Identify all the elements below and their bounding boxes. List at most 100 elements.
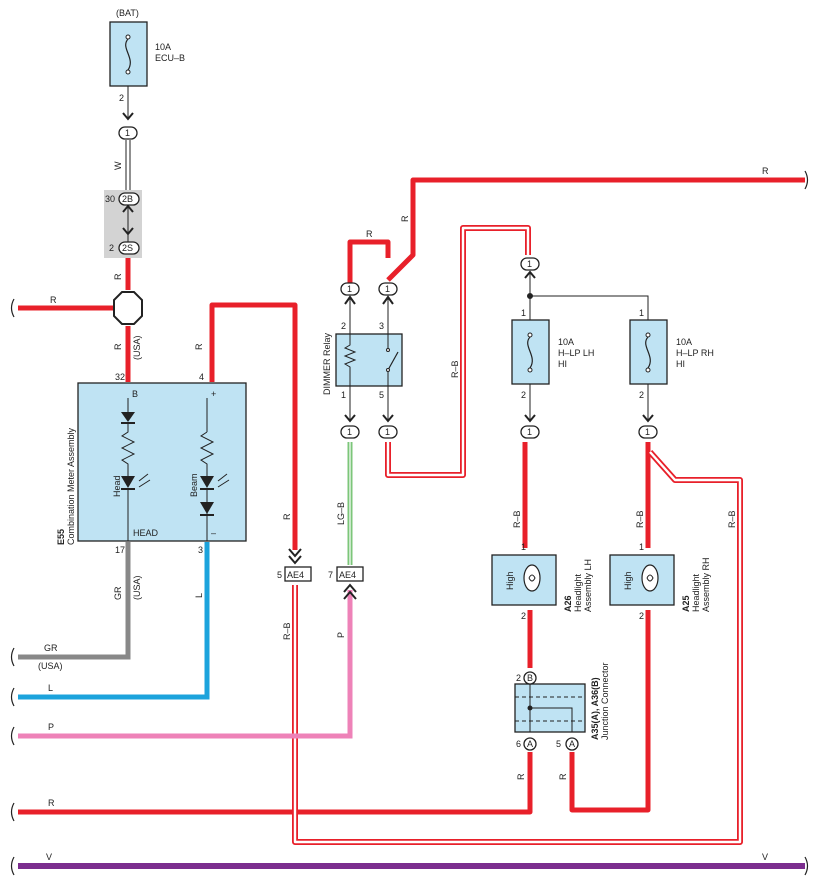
wire-gr (18, 542, 131, 660)
connector-2b-label: 2B (122, 194, 133, 204)
headlight-lh-pin1: 1 (521, 542, 526, 552)
wire-r-label-meter-plus: R (194, 343, 204, 350)
wire-rb-label-ae4: R–B (282, 622, 292, 640)
headlight-rh-label: High (623, 571, 633, 590)
wire-rb-label-relay: R–B (450, 360, 460, 378)
connector-2s-pin: 2 (109, 243, 114, 253)
junction-name: Junction Connector (600, 662, 610, 740)
fuse-hlp-lh (511, 310, 550, 422)
junction-id: A35(A), A36(B) (590, 677, 600, 740)
meter-pin-head: HEAD (133, 528, 159, 538)
wire-rb (292, 225, 743, 845)
headlight-rh-name: Headlight (691, 573, 701, 612)
connector-relay-1-a (340, 282, 360, 305)
meter-pin-b-num: 32 (115, 372, 125, 382)
splice-point (113, 291, 143, 325)
wire-gr-label-left: GR (44, 643, 58, 653)
connector-2s-label: 2S (122, 243, 133, 253)
fuse-ecu-b-rating: 10A (155, 42, 171, 52)
connector-arrows-2b-2s (122, 200, 134, 246)
jc-a5-label: A (569, 739, 575, 749)
wire-break-marks (10, 170, 809, 876)
headlight-lh-id: A26 (563, 595, 573, 612)
wire-l-label-vert: L (194, 593, 204, 598)
wire-p-label-vert: P (336, 632, 346, 638)
ae4-5-pin: 5 (277, 570, 282, 580)
headlight-lh-name: Headlight (573, 573, 583, 612)
connector-fuse-rh-1 (638, 425, 658, 439)
connector-relay-1-d (378, 425, 398, 439)
headlight-lh-label: High (505, 571, 515, 590)
wire-gr-label-vert: GR (113, 586, 123, 600)
wire-r-label-relay-top: R (366, 229, 373, 239)
relay-con-1c: 1 (347, 427, 352, 437)
meter-pin-plus-num: 4 (199, 372, 204, 382)
fuse-rh-rating: 10A (676, 337, 692, 347)
wire-r-label-top-right: R (762, 166, 769, 176)
fuse-lh-pin-top: 1 (521, 308, 526, 318)
jc-pin-5: 5 (556, 739, 561, 749)
wire-usa-label-2: (USA) (132, 575, 142, 600)
connector-jc-a5 (565, 737, 579, 751)
wire-v-label-left: V (46, 852, 52, 862)
fuse-rh-pin-bottom: 2 (639, 390, 644, 400)
headlight-rh-pin2: 2 (639, 611, 644, 621)
relay-pin2: 2 (341, 321, 346, 331)
connector-ae4-5 (284, 548, 312, 582)
ae4-5-label: AE4 (287, 570, 304, 580)
fuse-lh-con: 1 (527, 427, 532, 437)
headlight-lh-pin2: 2 (521, 611, 526, 621)
wire-w-label: W (113, 161, 123, 170)
ae4-7-label: AE4 (339, 570, 356, 580)
fuse-lh-name: H–LP LH (558, 348, 594, 358)
wire-l (18, 542, 210, 700)
fuse-rh-con: 1 (645, 427, 650, 437)
wire-r-label-jc-6: R (516, 773, 526, 780)
fuse-rh-name: H–LP RH (676, 348, 714, 358)
connector-2b-pin: 30 (105, 194, 115, 204)
wire-p-label-left: P (48, 722, 54, 732)
headlight-rh (609, 554, 675, 606)
meter-name: Combination Meter Assembly (66, 427, 76, 545)
wire-r-label-1: R (113, 273, 123, 280)
connector-fuse-top-1 (520, 257, 540, 279)
jc-pin-6: 6 (516, 739, 521, 749)
wire-l-label-left: L (48, 683, 53, 693)
wire-p (18, 590, 353, 739)
relay-pin5: 5 (379, 390, 384, 400)
headlight-lh-name2: Assembly LH (583, 559, 593, 612)
relay-pin3: 3 (379, 321, 384, 331)
wire-lg-b-label: LG–B (336, 502, 346, 525)
relay-con-1d: 1 (385, 427, 390, 437)
combination-meter-assembly (77, 382, 247, 542)
wire-usa-label-3: (USA) (38, 661, 63, 671)
connector-ae4-7 (336, 566, 364, 600)
bat-label: (BAT) (116, 8, 139, 18)
fuse-ecu-b (109, 21, 148, 120)
headlight-rh-name2: Assembly RH (701, 557, 711, 612)
relay-con-1a: 1 (347, 284, 352, 294)
wire-rb-label-right: R–B (727, 510, 737, 528)
connector-jc-a6 (523, 737, 537, 751)
connector-jc-b (523, 671, 537, 685)
fuse-top-con-label: 1 (527, 259, 532, 269)
meter-id: E55 (56, 529, 66, 545)
wire-v-label-right: V (762, 852, 768, 862)
wire-r-label-left: R (50, 295, 57, 305)
connector-2s (118, 241, 140, 255)
wire-r-label-relay-diag: R (400, 215, 410, 222)
connector-2b (118, 192, 140, 206)
meter-head-label: Head (112, 475, 122, 497)
connector-relay-1-c (340, 425, 360, 439)
relay-con-1b: 1 (385, 284, 390, 294)
wire-r-feed (18, 177, 805, 815)
fuse-rh-sub: HI (676, 359, 685, 369)
meter-beam-label: Beam (189, 473, 199, 497)
headlight-lh (491, 554, 557, 606)
wire-r-label-ae4: R (282, 513, 292, 520)
connector-fuse-lh-1 (520, 425, 540, 439)
connector-1-top (118, 126, 138, 140)
junction-connector (514, 683, 586, 733)
relay-name: DIMMER Relay (322, 332, 332, 395)
